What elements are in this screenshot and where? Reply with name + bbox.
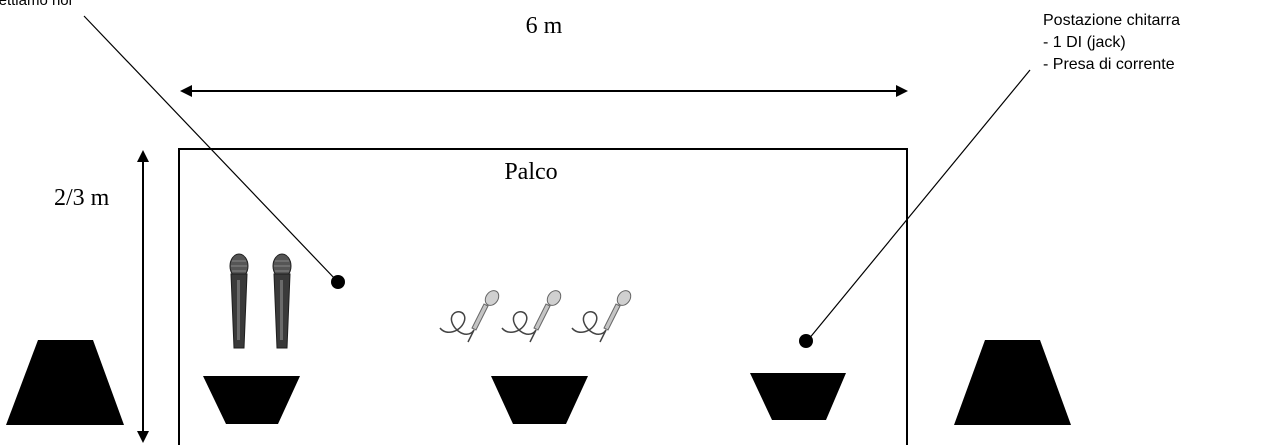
wedge-monitor-icon [203,376,300,424]
wedge-monitor-icon [491,376,588,424]
dynamic-microphone-icon [229,253,249,349]
note-anchor-dot [331,275,345,289]
dynamic-microphone-icon [272,253,292,349]
guitar-anchor-dot [799,334,813,348]
wedge-monitor-icon [750,373,846,420]
stage-label: Palco [504,159,557,185]
top-left-note: ...ettiamo noi [0,0,72,9]
corded-microphone-icon [501,287,565,343]
guitar-station-item-di: - 1 DI (jack) [1043,34,1126,51]
guitar-station-callout: Postazione chitarra - 1 DI (jack) - Pres… [1043,12,1180,73]
depth-label: 2/3 m [54,185,110,211]
guitar-station-item-power: - Presa di corrente [1043,56,1175,73]
width-label: 6 m [526,13,563,39]
pa-speaker-icon [954,340,1071,425]
corded-microphone-icon [439,287,503,343]
guitar-leader-line [807,69,1031,341]
guitar-station-title: Postazione chitarra [1043,12,1180,29]
stage-outline [178,148,908,445]
pa-speaker-icon [6,340,124,425]
corded-microphone-icon [571,287,635,343]
